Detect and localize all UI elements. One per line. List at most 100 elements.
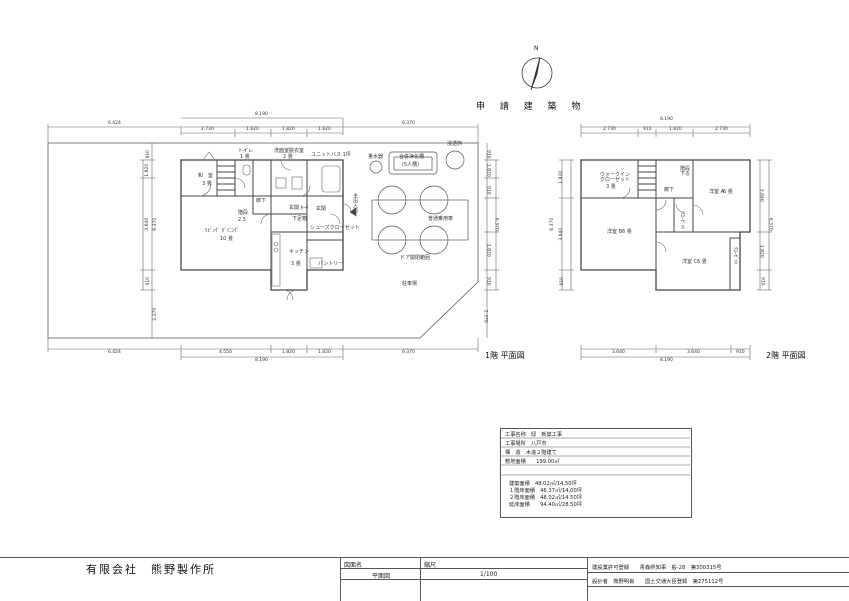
title-block: 有限会社 熊野製作所 図面名 縮尺 平面図 1/100 建設業許可登録 青森県知… bbox=[0, 557, 849, 601]
f2-dim-bottom: 3.640 bbox=[687, 350, 700, 355]
room-western-a-size: 6 畳 bbox=[723, 189, 733, 195]
room-washitsu: 和 室 bbox=[198, 173, 214, 179]
site-boundary-1f bbox=[47, 142, 479, 339]
f2-dim-top2: 1.820 bbox=[669, 127, 682, 132]
f2-dim-top2: 910 bbox=[643, 127, 652, 132]
car-label: 普通乗用車 bbox=[428, 216, 454, 222]
f1-dim-right: 910 bbox=[485, 149, 491, 159]
room-washroom-size: 2 畳 bbox=[283, 154, 293, 160]
f1-dim-bottom: 6.424 bbox=[108, 350, 121, 355]
drawing-name-label: 図面名 bbox=[344, 562, 363, 569]
room-unitbath: ユニットバス 1坪 bbox=[311, 152, 351, 158]
room-walkin: ウォークイン クローゼット bbox=[600, 172, 631, 183]
f2-dim-right: 1.820 bbox=[758, 244, 764, 258]
north-label: N bbox=[534, 45, 539, 52]
area-line: １階床面積 46.37㎡/14.00坪 bbox=[509, 488, 582, 494]
f2-dim-left-total: 6.370 bbox=[550, 217, 556, 231]
info-line: 工事場所 八戸市 bbox=[505, 441, 547, 447]
room-western-b: 洋室 B bbox=[607, 229, 623, 235]
room-ldk: ﾘﾋﾞﾝｸﾞ ﾀﾞｲﾆﾝｸﾞ bbox=[205, 228, 240, 234]
f2-dim-left: 910 bbox=[560, 276, 566, 286]
room-stairs-down: 階段 下る bbox=[680, 166, 691, 177]
f2-dim-right-total: 6.370 bbox=[767, 217, 773, 231]
f1-dim-left: 3.640 bbox=[145, 217, 151, 231]
f1-dim-right: 1.820 bbox=[485, 243, 491, 257]
f1-dim-top2: 1.820 bbox=[282, 127, 295, 132]
water-meter-circle bbox=[369, 160, 383, 174]
main-entrance-label: 主出入口 bbox=[352, 193, 358, 213]
f2-dim-top2: 2.730 bbox=[603, 127, 616, 132]
f2-dim-right: 910 bbox=[759, 276, 765, 286]
room-washroom: 洗面室脱衣室 bbox=[274, 148, 305, 154]
car-door-label: ドア開閉範囲 bbox=[400, 255, 431, 261]
f1-dim-top2: 2.730 bbox=[201, 127, 214, 132]
inspection-circle bbox=[445, 150, 465, 170]
room-pantry: パントリー bbox=[318, 261, 344, 267]
inspection-label: 浸透桝 bbox=[447, 141, 463, 147]
room-walkin-size: 3 畳 bbox=[606, 184, 616, 190]
scale-value: 1/100 bbox=[480, 571, 498, 578]
f1-dim-top: 8.190 bbox=[255, 112, 268, 117]
f1-dim-right: 910 bbox=[485, 185, 491, 195]
f1-dim-right: 1.820 bbox=[485, 163, 491, 177]
f1-dim-left-lot: 2.370 bbox=[153, 307, 159, 321]
info-line: 構 造 木造２階建て bbox=[505, 450, 557, 456]
north-arrow-icon bbox=[521, 56, 553, 91]
f1-dim-bottom: 1.820 bbox=[282, 350, 295, 355]
f1-dim-left: 910 bbox=[146, 276, 152, 286]
f1-dim-bottom: 4.550 bbox=[219, 350, 232, 355]
floor2-title: 2階 平面図 bbox=[766, 351, 806, 360]
room-entrance: 玄関 bbox=[316, 206, 327, 212]
scale-label: 縮尺 bbox=[424, 562, 437, 569]
room-western-b-size: 6 畳 bbox=[622, 229, 632, 235]
septic-label: 合併浄化槽 bbox=[399, 154, 425, 160]
room-kitchen: キッチン bbox=[289, 249, 310, 255]
room-closet-a: ｸﾛｰｾﾞｯﾄ bbox=[679, 212, 685, 230]
area-line: 延床面積 94.40㎡/28.50坪 bbox=[509, 502, 582, 508]
info-line: 工事名称 邸 新築工事 bbox=[505, 432, 563, 438]
floor1-title: 1階 平面図 bbox=[485, 351, 525, 360]
f1-dim-top2: 1.820 bbox=[318, 127, 331, 132]
room-western-c: 洋室 C bbox=[682, 259, 698, 265]
f2-dim-top2: 2.730 bbox=[715, 127, 728, 132]
f1-dim-left: 910 bbox=[146, 149, 152, 159]
area-line: ２階床面積 48.02㎡/14.50坪 bbox=[509, 495, 582, 501]
room-stairs-size: 2.5 bbox=[238, 217, 246, 223]
septic-persons: (5人槽) bbox=[402, 162, 420, 168]
room-ldk-size: 10 畳 bbox=[220, 236, 233, 242]
f2-dim-left: 1.820 bbox=[559, 170, 565, 184]
f1-dim-top: 6.370 bbox=[402, 121, 415, 126]
room-hallway: 廊下 bbox=[256, 198, 267, 204]
septic-tank bbox=[388, 151, 438, 175]
drawing-name: 平面図 bbox=[372, 573, 391, 580]
f2-dim-left: 3.640 bbox=[559, 227, 565, 241]
room-entrance-hall: 玄関 ﾎｰﾙ bbox=[289, 205, 309, 211]
f2-dim-bottom2: 8.190 bbox=[660, 358, 673, 363]
f1-dim-left-total: 6.370 bbox=[153, 217, 159, 231]
f2-dim-top: 8.190 bbox=[660, 117, 673, 122]
f1-dim-top2: 1.820 bbox=[246, 127, 259, 132]
room-kitchen-size: 3 畳 bbox=[291, 261, 301, 267]
f1-dim-right-total: 6.370 bbox=[493, 217, 499, 231]
project-info-box: 工事名称 邸 新築工事 工事場所 八戸市 構 造 木造２階建て 敷地面積 199… bbox=[500, 428, 692, 518]
area-line: 建築面積 48.02㎡/14.50坪 bbox=[509, 481, 577, 487]
f2-dim-right: 3.640 bbox=[758, 188, 764, 202]
room-toilet: トイレ bbox=[238, 148, 254, 154]
room-toilet-size: 1 畳 bbox=[240, 154, 250, 160]
license-text: 建設業許可登録 青森県知事 般-28 第300315号 bbox=[592, 565, 722, 571]
building-2f bbox=[580, 159, 751, 291]
room-storage: 下足箱 bbox=[292, 216, 308, 222]
info-line: 敷地面積 199.00㎡ bbox=[505, 459, 560, 465]
f2-dim-bottom: 3.640 bbox=[612, 350, 625, 355]
room-washitsu-size: 3 畳 bbox=[202, 181, 212, 187]
room-shoes: シューズクローゼット bbox=[310, 225, 360, 231]
room-hallway-2f: 廊下 bbox=[664, 187, 675, 193]
f1-dim-right-lot: 2.370 bbox=[482, 309, 488, 323]
f1-dim-left: 1.820 bbox=[145, 163, 151, 177]
f1-dim-top: 6.424 bbox=[108, 121, 121, 126]
room-western-c-size: 6 畳 bbox=[697, 259, 707, 265]
room-closet-b: ｸﾛｰｾﾞｯﾄ bbox=[732, 247, 738, 265]
water-meter-label: 量水器 bbox=[368, 154, 384, 160]
parking-label: 駐車場 bbox=[402, 281, 418, 287]
